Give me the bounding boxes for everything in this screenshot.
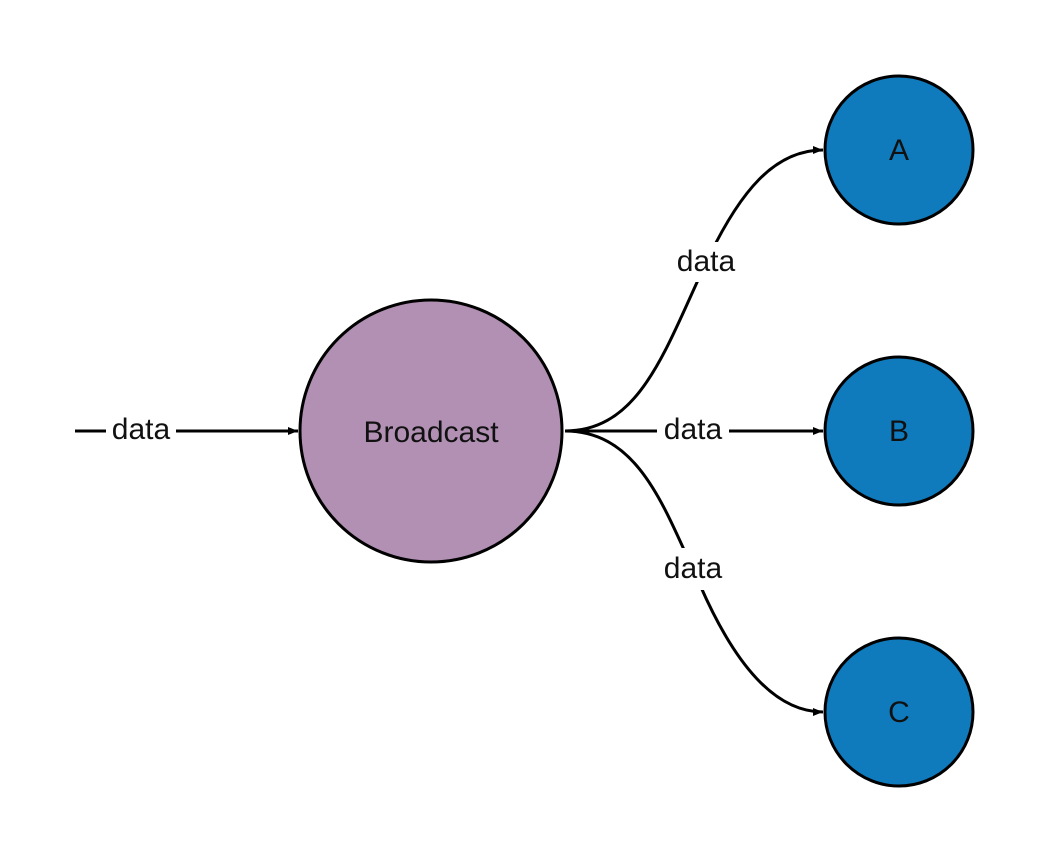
edge-to-b: data bbox=[565, 412, 823, 448]
edge-to-a-line bbox=[564, 146, 824, 433]
edge-to-b-label: data bbox=[664, 413, 723, 446]
node-broadcast-label: Broadcast bbox=[363, 416, 499, 449]
edge-input-label: data bbox=[112, 413, 171, 446]
edge-to-c-label: data bbox=[664, 552, 723, 585]
edge-to-c-label-bg bbox=[656, 548, 730, 590]
node-b-label: B bbox=[889, 415, 909, 448]
edge-to-c: data bbox=[564, 429, 824, 716]
node-b-circle bbox=[823, 355, 975, 507]
node-broadcast: Broadcast bbox=[298, 298, 564, 564]
edge-to-a-label-bg bbox=[669, 242, 743, 282]
node-a-circle bbox=[823, 74, 975, 226]
node-a-label: A bbox=[889, 134, 909, 167]
edge-to-a-label: data bbox=[677, 245, 736, 278]
node-b: B bbox=[823, 355, 975, 507]
node-a: A bbox=[823, 74, 975, 226]
node-c-circle bbox=[823, 636, 975, 788]
node-c: C bbox=[823, 636, 975, 788]
edge-input: data bbox=[75, 412, 298, 448]
edge-to-b-label-bg bbox=[657, 412, 729, 448]
node-c-label: C bbox=[888, 696, 910, 729]
edge-input-label-bg bbox=[106, 412, 176, 448]
edge-to-a: data bbox=[564, 146, 824, 433]
node-broadcast-circle bbox=[298, 298, 564, 564]
